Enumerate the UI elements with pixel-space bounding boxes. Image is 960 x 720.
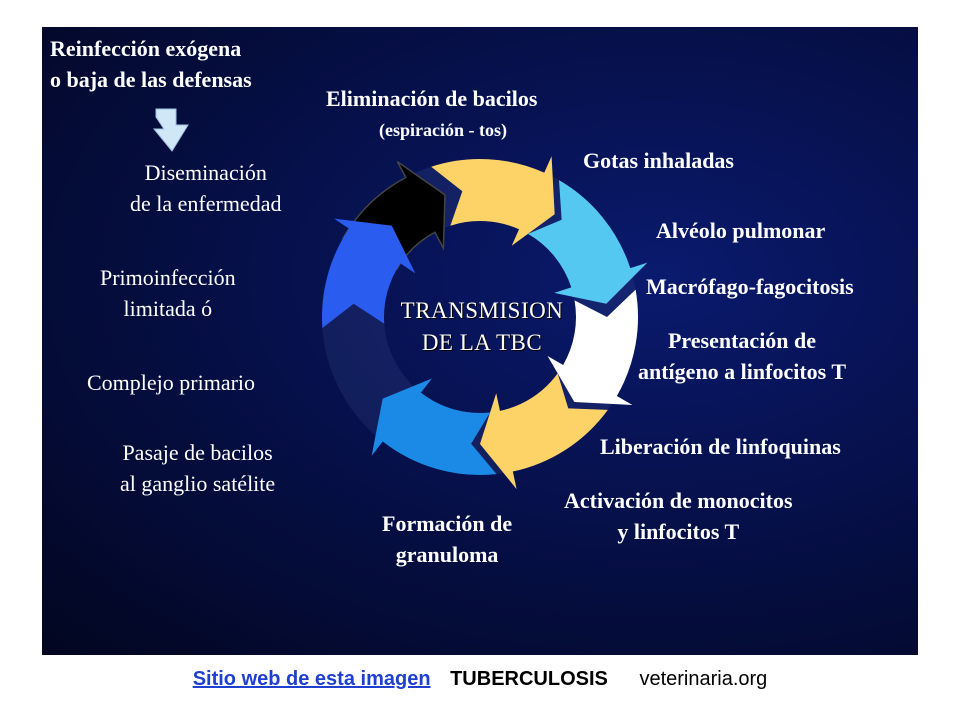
label-reinfeccion: Reinfección exógena o baja de las defens… xyxy=(50,36,252,92)
label-diseminacion: Diseminación de la enfermedad xyxy=(130,160,282,216)
footer-title: TUBERCULOSIS xyxy=(450,668,608,690)
center-line-2: DE LA TBC xyxy=(421,330,543,355)
diagram-panel: TRANSMISION DE LA TBC Reinfección exógen… xyxy=(42,27,918,655)
label-liberacion: Liberación de linfoquinas xyxy=(600,434,841,459)
cycle-arrow-royal xyxy=(322,218,416,329)
down-arrow-icon xyxy=(152,108,189,152)
center-line-1: TRANSMISION xyxy=(400,298,564,323)
label-macrofago: Macrófago-fagocitosis xyxy=(646,274,854,299)
cycle-arrow-lightblue xyxy=(528,180,648,304)
label-alveolo: Alvéolo pulmonar xyxy=(656,218,826,243)
label-primoinfeccion: Primoinfección limitada ó xyxy=(100,265,236,321)
cycle-arrow-yellow-top xyxy=(431,156,555,246)
label-presentacion: Presentación de antígeno a linfocitos T xyxy=(638,328,847,384)
footer-domain: veterinaria.org xyxy=(639,668,768,690)
label-pasaje: Pasaje de bacilos al ganglio satélite xyxy=(120,440,276,496)
source-link[interactable]: Sitio web de esta imagen xyxy=(192,668,431,690)
label-eliminacion-sub: (espiración - tos) xyxy=(379,120,507,140)
cycle-arrow-yellow-bottom xyxy=(480,373,608,490)
label-eliminacion: Eliminación de bacilos xyxy=(326,86,538,111)
label-gotas: Gotas inhaladas xyxy=(583,148,734,173)
transmission-cycle xyxy=(322,156,648,490)
footer: Sitio web de esta imagen TUBERCULOSIS ve… xyxy=(0,668,960,691)
cycle-arrow-blue xyxy=(371,378,497,475)
cycle-center-title: TRANSMISION DE LA TBC xyxy=(362,295,602,359)
label-complejo: Complejo primario xyxy=(87,370,256,395)
label-activacion: Activación de monocitos y linfocitos T xyxy=(564,488,793,544)
cycle-arrow-white xyxy=(547,289,638,405)
label-formacion: Formación de granuloma xyxy=(382,511,513,567)
